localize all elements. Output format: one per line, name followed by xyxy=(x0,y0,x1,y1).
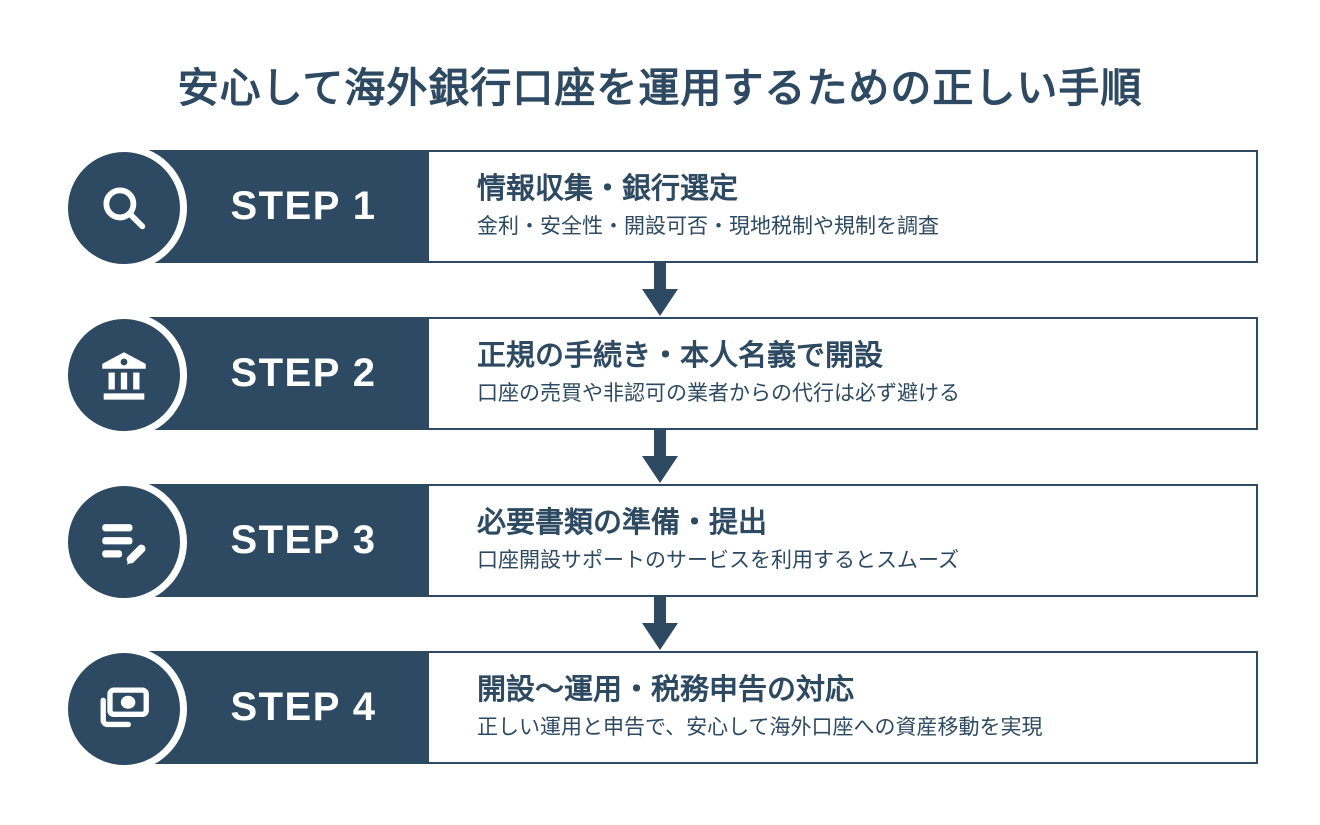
step-row-2: STEP 2 正規の手続き・本人名義で開設 口座の売買や非認可の業者からの代行は… xyxy=(0,312,1320,438)
step-4-description: 正しい運用と申告で、安心して海外口座への資産移動を実現 xyxy=(477,715,1043,739)
step-3-label: STEP 3 xyxy=(230,518,377,562)
step-2-bar: STEP 2 xyxy=(140,317,427,430)
page-title: 安心して海外銀行口座を運用するための正しい手順 xyxy=(177,65,1143,111)
step-row-1: STEP 1 情報収集・銀行選定 金利・安全性・開設可否・現地税制や規制を調査 xyxy=(0,145,1320,271)
banknote-icon xyxy=(61,646,187,772)
step-3-description: 口座開設サポートのサービスを利用するとスムーズ xyxy=(477,548,959,572)
step-4-heading: 開設〜運用・税務申告の対応 xyxy=(477,673,855,706)
step-4-content-box: 開設〜運用・税務申告の対応 正しい運用と申告で、安心して海外口座への資産移動を実… xyxy=(427,651,1258,764)
step-1-heading: 情報収集・銀行選定 xyxy=(477,172,739,205)
step-row-4: STEP 4 開設〜運用・税務申告の対応 正しい運用と申告で、安心して海外口座へ… xyxy=(0,646,1320,772)
step-row-3: STEP 3 必要書類の準備・提出 口座開設サポートのサービスを利用するとスムー… xyxy=(0,479,1320,605)
down-arrow-icon xyxy=(638,263,682,317)
step-4-label: STEP 4 xyxy=(230,685,377,729)
step-2-content-box: 正規の手続き・本人名義で開設 口座の売買や非認可の業者からの代行は必ず避ける xyxy=(427,317,1258,430)
step-1-bar: STEP 1 xyxy=(140,150,427,263)
bank-icon xyxy=(61,312,187,438)
step-3-content-box: 必要書類の準備・提出 口座開設サポートのサービスを利用するとスムーズ xyxy=(427,484,1258,597)
step-3-bar: STEP 3 xyxy=(140,484,427,597)
down-arrow-icon xyxy=(638,597,682,651)
step-2-description: 口座の売買や非認可の業者からの代行は必ず避ける xyxy=(477,381,960,405)
step-3-heading: 必要書類の準備・提出 xyxy=(477,506,768,539)
search-icon xyxy=(61,145,187,271)
step-1-content-box: 情報収集・銀行選定 金利・安全性・開設可否・現地税制や規制を調査 xyxy=(427,150,1258,263)
step-2-label: STEP 2 xyxy=(230,351,377,395)
step-1-label: STEP 1 xyxy=(230,184,377,228)
step-4-bar: STEP 4 xyxy=(140,651,427,764)
step-2-heading: 正規の手続き・本人名義で開設 xyxy=(477,339,884,372)
step-1-description: 金利・安全性・開設可否・現地税制や規制を調査 xyxy=(477,214,939,238)
document-edit-icon xyxy=(61,479,187,605)
down-arrow-icon xyxy=(638,430,682,484)
